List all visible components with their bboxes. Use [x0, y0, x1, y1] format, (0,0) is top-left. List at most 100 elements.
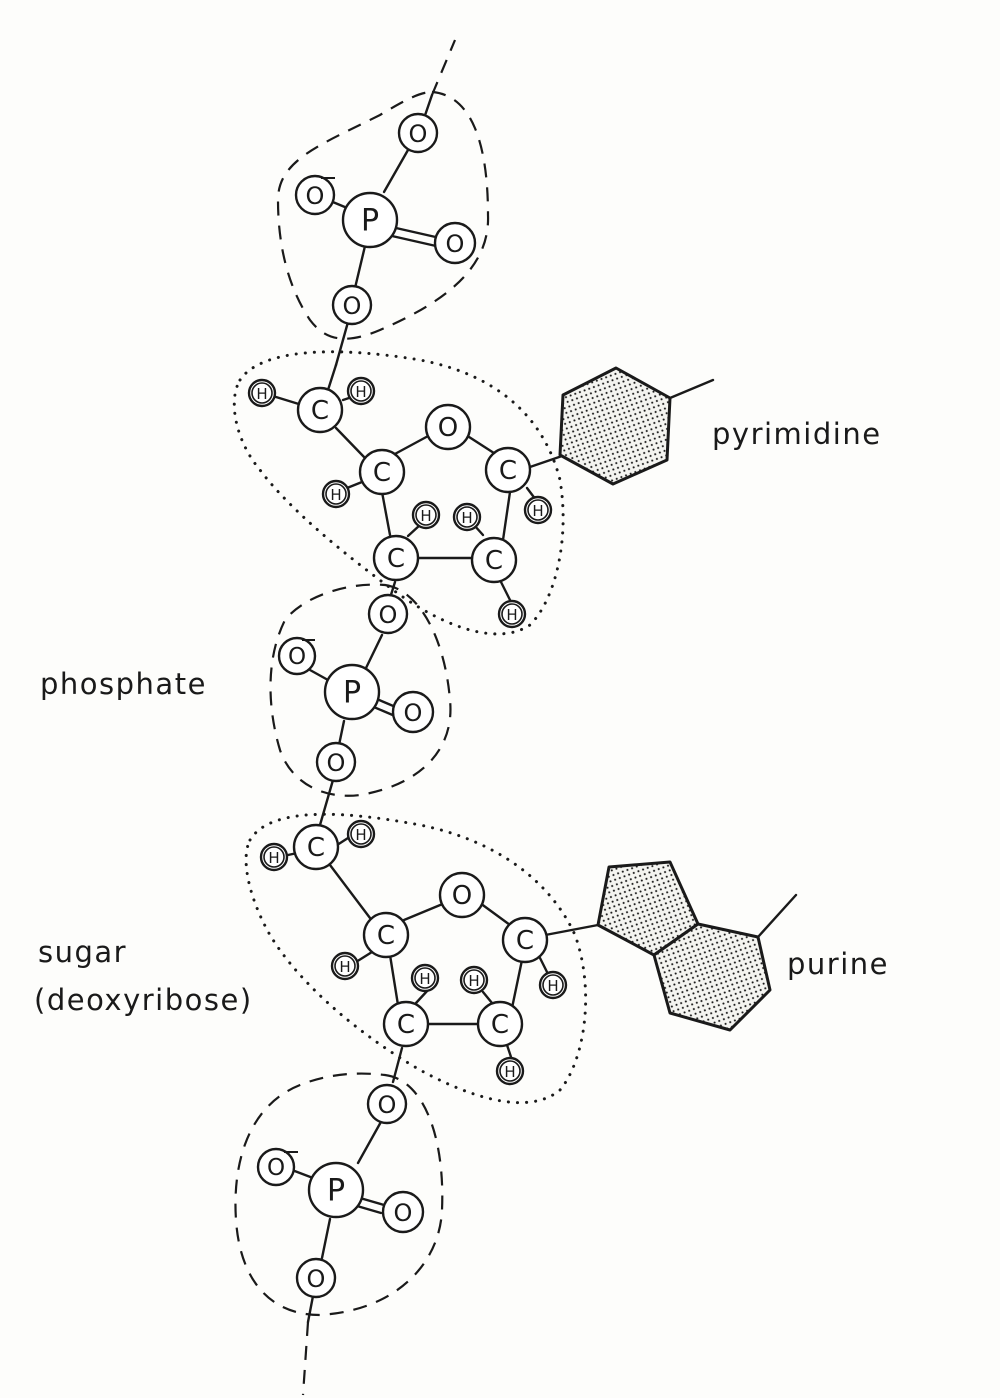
purine-six-ring-icon	[652, 922, 772, 1032]
svg-text:O: O	[452, 881, 472, 911]
svg-text:H: H	[355, 383, 366, 401]
svg-text:O: O	[438, 413, 458, 443]
pyrimidine-ring-icon	[558, 366, 672, 486]
svg-text:P: P	[361, 204, 379, 239]
atom-carbon: C	[292, 823, 340, 871]
svg-text:O: O	[327, 749, 346, 777]
atom-oxygen-double-bond: O	[381, 1190, 425, 1234]
atom-oxygen-bridge: O	[315, 741, 357, 783]
svg-text:H: H	[504, 1063, 515, 1081]
svg-text:H: H	[256, 385, 267, 403]
atom-hydrogen: H	[523, 495, 553, 525]
atom-oxygen-double-bond: O	[433, 221, 477, 265]
chain-continuation-top	[430, 39, 457, 96]
phosphate-group-3: O O P O O	[234, 1072, 444, 1317]
sugar-label: sugar	[38, 935, 128, 969]
atom-hydrogen: H	[330, 951, 360, 981]
atom-oxygen-bridge: O	[366, 1083, 408, 1125]
atom-carbon: C	[362, 911, 410, 959]
svg-text:H: H	[461, 509, 472, 527]
atom-oxygen-negative: O	[277, 636, 317, 676]
svg-text:H: H	[419, 970, 430, 988]
atom-oxygen-negative: O	[256, 1147, 298, 1187]
svg-text:O: O	[378, 1091, 397, 1119]
svg-text:C: C	[377, 921, 395, 951]
svg-text:O: O	[394, 1199, 413, 1227]
atom-hydrogen: H	[459, 965, 489, 995]
purine-label: purine	[787, 947, 889, 981]
svg-text:C: C	[397, 1010, 415, 1040]
atom-hydrogen: H	[497, 599, 527, 629]
svg-text:H: H	[532, 502, 543, 520]
atom-oxygen: O	[397, 112, 439, 154]
svg-text:H: H	[268, 849, 279, 867]
phosphate-group-1: O O P O O	[276, 90, 490, 367]
atom-carbon: C	[484, 446, 532, 494]
svg-text:O: O	[404, 699, 423, 727]
phosphate-label: phosphate	[40, 667, 207, 701]
phosphate-group-2: O O P O O	[269, 583, 452, 827]
purine-base	[596, 860, 798, 1032]
atom-phosphorus: P	[307, 1161, 365, 1219]
atom-oxygen-bridge: O	[295, 1257, 337, 1299]
svg-text:O: O	[379, 601, 398, 629]
svg-text:O: O	[306, 182, 325, 210]
svg-text:O: O	[343, 292, 362, 320]
svg-text:H: H	[468, 972, 479, 990]
atom-carbon: C	[358, 448, 406, 496]
atom-oxygen-double-bond: O	[391, 690, 435, 734]
atom-hydrogen: H	[538, 970, 568, 1000]
svg-text:P: P	[327, 1174, 345, 1209]
atom-oxygen-ring: O	[424, 403, 472, 451]
sugar-group-1: C H H O C C H	[232, 350, 567, 636]
svg-text:H: H	[355, 826, 366, 844]
svg-text:C: C	[485, 546, 503, 576]
atom-oxygen-bridge: O	[367, 593, 409, 635]
deoxyribose-label: (deoxyribose)	[34, 983, 253, 1017]
svg-text:O: O	[307, 1265, 326, 1293]
atom-phosphorus: P	[341, 191, 399, 249]
svg-text:C: C	[516, 926, 534, 956]
pyrimidine-label: pyrimidine	[712, 417, 882, 451]
svg-text:H: H	[506, 606, 517, 624]
svg-text:O: O	[288, 644, 306, 670]
phosphate-outline-2	[269, 583, 452, 797]
atom-hydrogen: H	[321, 479, 351, 509]
atom-phosphorus: P	[323, 663, 381, 721]
purine-five-ring-icon	[596, 860, 700, 957]
sugar-outline-1	[232, 350, 565, 636]
svg-text:H: H	[339, 958, 350, 976]
svg-text:C: C	[499, 456, 517, 486]
svg-text:O: O	[446, 230, 465, 258]
atom-carbon: C	[296, 386, 344, 434]
svg-text:P: P	[343, 676, 361, 711]
svg-text:O: O	[267, 1155, 285, 1181]
svg-text:C: C	[387, 544, 405, 574]
atom-hydrogen: H	[247, 378, 277, 408]
phosphate-outline-1	[276, 90, 490, 340]
atom-hydrogen: H	[346, 819, 376, 849]
atom-hydrogen: H	[452, 502, 482, 532]
atom-hydrogen: H	[495, 1056, 525, 1086]
atom-hydrogen: H	[259, 842, 289, 872]
atom-oxygen-negative: O	[294, 174, 336, 216]
sugar-group-2: C H H O C C H	[244, 812, 600, 1105]
chain-continuation-bottom	[301, 1294, 315, 1396]
svg-text:H: H	[420, 507, 431, 525]
atom-hydrogen: H	[346, 376, 376, 406]
atom-oxygen-ring: O	[438, 871, 486, 919]
svg-text:C: C	[307, 833, 325, 863]
atom-carbon: C	[372, 534, 420, 582]
atom-oxygen-bridge: O	[331, 284, 373, 326]
svg-text:O: O	[409, 120, 428, 148]
atom-carbon: C	[501, 916, 549, 964]
atom-hydrogen: H	[411, 500, 441, 530]
phosphate-outline-3	[234, 1072, 444, 1317]
pyrimidine-base	[558, 366, 715, 486]
atom-carbon: C	[382, 1000, 430, 1048]
svg-text:C: C	[373, 458, 391, 488]
svg-text:H: H	[547, 977, 558, 995]
svg-text:C: C	[491, 1010, 509, 1040]
atom-hydrogen: H	[410, 963, 440, 993]
